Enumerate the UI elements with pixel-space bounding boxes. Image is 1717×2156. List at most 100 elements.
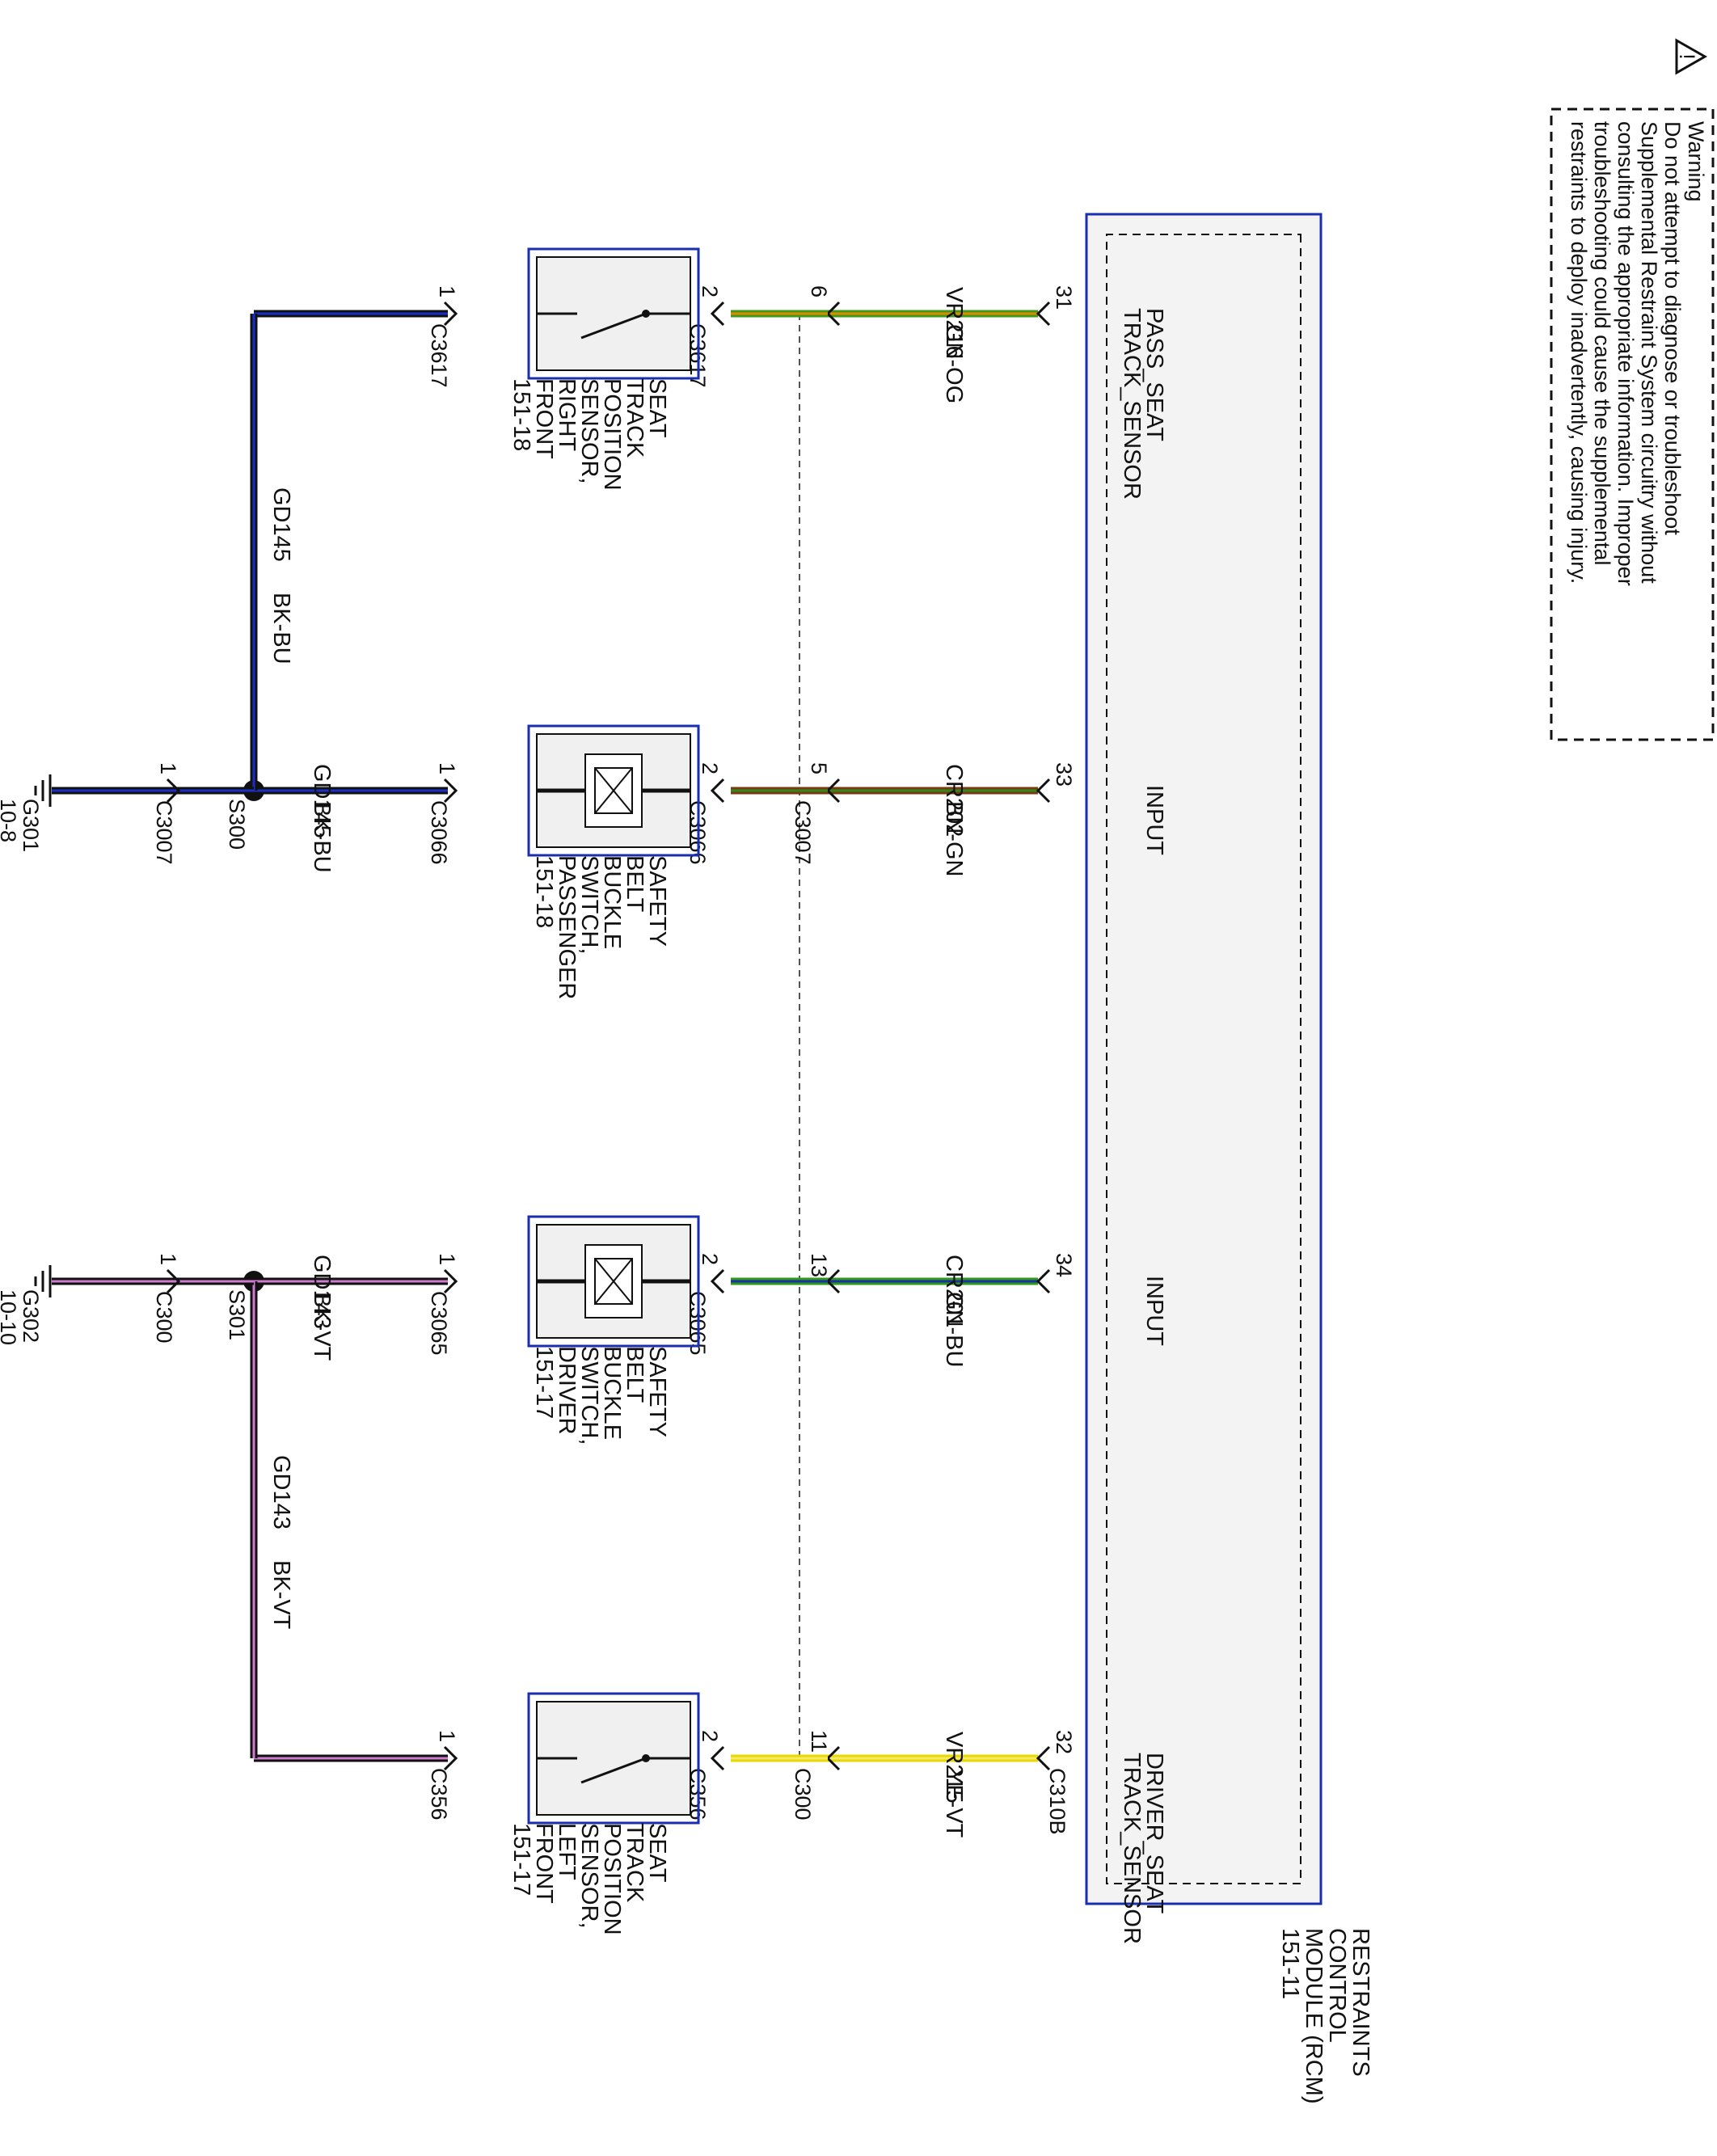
device-name-label: PASSENGER (554, 855, 580, 999)
switch-pivot-icon (642, 310, 650, 318)
device-name-label: LEFT (554, 1823, 580, 1880)
buckle-switch-icon (594, 1258, 633, 1305)
rcm-module-name: RESTRAINTS (1348, 1928, 1373, 2077)
device-name-label: DRIVER (554, 1346, 580, 1435)
circuit-color-code: YE-VT (941, 1769, 967, 1838)
rcm-module-box (1085, 213, 1323, 1905)
rcm-input-label: INPUT (1141, 785, 1167, 855)
rcm-module-name: MODULE (RCM) (1301, 1928, 1327, 2104)
device-pin-number: 2 (698, 762, 722, 774)
ground-circuit-number: GD143 (309, 1255, 335, 1329)
device-pin-number: 2 (698, 285, 722, 297)
rcm-pin-number: 32 (1052, 1730, 1076, 1754)
device-pin-number: 1 (435, 1730, 459, 1742)
inline-connector-label: C3007 (791, 800, 815, 865)
warning-text-line: Supplemental Restraint System circuitry … (1637, 121, 1661, 584)
device-connector-arrow (443, 301, 458, 327)
rcm-module-name: 151-11 (1277, 1928, 1303, 1999)
device-connector-arrow (710, 301, 725, 327)
rcm-pin-number: 34 (1052, 1253, 1076, 1277)
device-name-label: SENSOR, (576, 378, 602, 484)
ground-connector-label: C3007 (152, 800, 176, 865)
ground-color-code: BK-BU (309, 801, 335, 873)
rcm-connector-arrow (1036, 1268, 1051, 1294)
ground-ref-label: 10-10 (0, 1289, 20, 1345)
rcm-input-label: PASS_SEAT (1141, 308, 1167, 441)
ground-connector-label: C300 (152, 1291, 176, 1344)
device-pin-number: 1 (435, 285, 459, 297)
device-connector-label: C356 (427, 1768, 451, 1821)
circuit-number: CR201 (941, 1255, 967, 1327)
device-name-label: 151-17 (531, 1346, 557, 1419)
ground-pin-number: 1 (156, 762, 180, 774)
warning-text-line: restraints to deploy inadvertently, caus… (1567, 121, 1591, 584)
device-name-label: FRONT (531, 1823, 557, 1904)
inline-connector-label: C300 (791, 1768, 815, 1821)
warning-box (1550, 108, 1715, 741)
device-name-label: 151-18 (508, 378, 534, 451)
circuit-color-code: BN-GN (941, 801, 967, 876)
device-name-label: SAFETY (644, 1346, 670, 1437)
device-connector-arrow (710, 1268, 725, 1294)
switch-pivot-icon (642, 1754, 650, 1762)
device-name-label: 151-17 (508, 1823, 534, 1896)
splice-label: S301 (225, 1289, 249, 1340)
ground-connector-arrow (166, 1268, 181, 1294)
device-connector-arrow (443, 778, 458, 804)
device-connector-label: C3617 (427, 323, 451, 388)
buckle-switch-icon (594, 767, 633, 814)
inline-pin-number: 13 (807, 1253, 831, 1277)
device-name-label: TRACK (622, 378, 648, 458)
ground-connector-arrow (166, 778, 181, 804)
device-connector-label: C3066 (427, 800, 451, 865)
ground-label: G301 (19, 799, 43, 852)
device-name-label: SWITCH, (576, 1346, 602, 1445)
switch-blade-icon (580, 1757, 647, 1784)
rcm-connector-label: C310B (1045, 1768, 1069, 1835)
device-outer-box (527, 1215, 700, 1348)
inline-pin-number: 11 (807, 1730, 831, 1753)
ground-color-code: BK-VT (309, 1292, 335, 1361)
device-connector-arrow (443, 1745, 458, 1771)
warning-text-line: troubleshooting could cause the suppleme… (1590, 121, 1614, 565)
device-connector-arrow (710, 778, 725, 804)
warning-title: Warning (1684, 121, 1708, 202)
device-pin-number: 1 (435, 1253, 459, 1265)
ground-color-code: BK-BU (268, 593, 294, 665)
buckle-switch-icon (594, 767, 633, 814)
buckle-switch-icon (594, 1258, 633, 1305)
device-name-label: FRONT (531, 378, 557, 459)
rcm-module-inner-dashed (1106, 234, 1301, 1884)
ground-color-code: BK-VT (268, 1560, 294, 1630)
device-name-label: RIGHT (554, 378, 580, 452)
device-connector-arrow (443, 1268, 458, 1294)
warning-triangle-icon (1675, 38, 1708, 75)
ground-pin-number: 1 (156, 1253, 180, 1265)
device-name-label: SEAT (644, 1823, 670, 1883)
warning-text-line: consulting the appropriate information. … (1614, 121, 1638, 586)
device-name-label: SAFETY (644, 855, 670, 947)
rcm-pin-number: 31 (1052, 285, 1076, 310)
rcm-pin-number: 33 (1052, 762, 1076, 787)
device-connector-arrow (710, 1745, 725, 1771)
device-name-label: BUCKLE (599, 1346, 625, 1440)
device-pin-number: 1 (435, 762, 459, 774)
inline-pin-number: 5 (807, 762, 831, 774)
warning-text-line: Do not attempt to diagnose or troublesho… (1660, 121, 1685, 535)
device-connector-label: C3065 (427, 1291, 451, 1356)
switch-blade-icon (580, 312, 647, 340)
circuit-color-code: GN-OG (941, 324, 967, 403)
ground-label: G302 (19, 1289, 43, 1343)
device-name-label: TRACK (622, 1823, 648, 1903)
circuit-number: VR216 (941, 287, 967, 359)
rcm-input-label: DRIVER_SEAT (1141, 1753, 1167, 1914)
device-name-label: BUCKLE (599, 855, 625, 949)
device-name-label: SWITCH, (576, 855, 602, 954)
ground-ref-label: 10-8 (0, 799, 20, 842)
device-name-label: POSITION (599, 378, 625, 491)
rcm-connector-arrow (1036, 301, 1051, 327)
device-pin-number: 2 (698, 1253, 722, 1265)
